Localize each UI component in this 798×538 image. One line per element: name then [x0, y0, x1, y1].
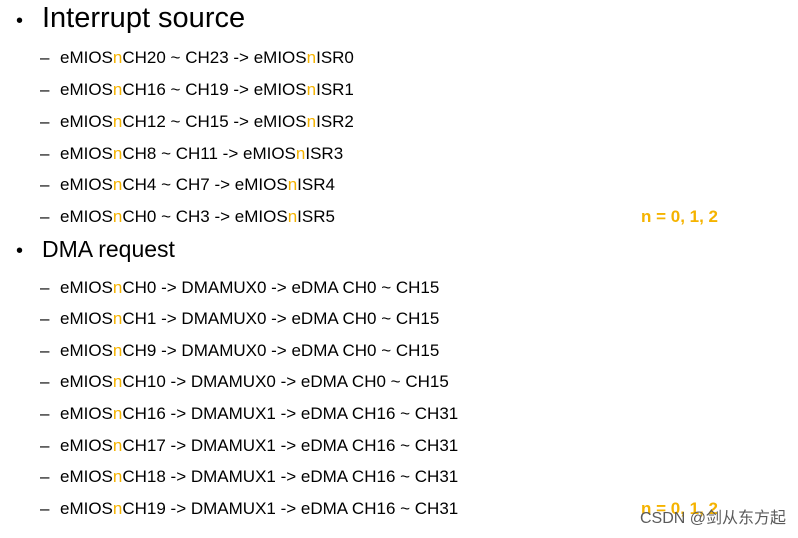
item-suffix: ISR3 — [305, 144, 344, 163]
n-marker: n — [112, 80, 123, 99]
n-marker: n — [306, 80, 317, 99]
n-marker: n — [112, 499, 123, 518]
item-prefix: eMIOS — [60, 309, 113, 328]
n-marker: n — [112, 278, 123, 297]
n-marker: n — [112, 309, 123, 328]
n-marker: n — [295, 144, 306, 163]
item-prefix: eMIOS — [60, 278, 113, 297]
item-middle: CH20 ~ CH23 -> eMIOS — [122, 48, 307, 67]
dash-icon: – — [40, 175, 50, 194]
dash-icon: – — [40, 467, 50, 486]
heading-dma-request: • DMA request — [16, 236, 175, 263]
section-title: DMA request — [42, 236, 175, 262]
n-marker: n — [287, 207, 298, 226]
n-marker: n — [112, 144, 123, 163]
n-marker: n — [287, 175, 298, 194]
dash-icon: – — [40, 372, 50, 391]
item-prefix: eMIOS — [60, 175, 113, 194]
n-range-note: n = 0, 1, 2 — [641, 207, 719, 226]
dash-icon: – — [40, 144, 50, 163]
item-middle: CH12 ~ CH15 -> eMIOS — [122, 112, 307, 131]
item-prefix: eMIOS — [60, 207, 113, 226]
item-prefix: eMIOS — [60, 436, 113, 455]
item-suffix: CH9 -> DMAMUX0 -> eDMA CH0 ~ CH15 — [122, 341, 440, 360]
item-suffix: ISR5 — [297, 207, 335, 226]
item-prefix: eMIOS — [60, 404, 113, 423]
n-marker: n — [112, 404, 123, 423]
dash-icon: – — [40, 80, 50, 99]
item-prefix: eMIOS — [60, 467, 113, 486]
n-marker: n — [112, 341, 123, 360]
dash-icon: – — [40, 404, 50, 423]
dash-icon: – — [40, 436, 50, 455]
dash-icon: – — [40, 207, 50, 226]
item-middle: CH8 ~ CH11 -> eMIOS — [122, 144, 296, 163]
item-suffix: CH18 -> DMAMUX1 -> eDMA CH16 ~ CH31 — [122, 467, 459, 486]
dash-icon: – — [40, 278, 50, 297]
bullet-icon: • — [16, 10, 24, 32]
item-suffix: CH0 -> DMAMUX0 -> eDMA CH0 ~ CH15 — [122, 278, 440, 297]
item-suffix: CH17 -> DMAMUX1 -> eDMA CH16 ~ CH31 — [122, 436, 459, 455]
item-prefix: eMIOS — [60, 372, 113, 391]
item-suffix: ISR2 — [316, 112, 354, 131]
item-prefix: eMIOS — [60, 144, 113, 163]
n-marker: n — [306, 48, 317, 67]
dash-icon: – — [40, 48, 50, 67]
n-marker: n — [112, 175, 123, 194]
item-suffix: ISR1 — [316, 80, 354, 99]
heading-interrupt-source: • Interrupt source — [16, 2, 245, 35]
dash-icon: – — [40, 341, 50, 360]
section-title: Interrupt source — [42, 2, 246, 34]
item-prefix: eMIOS — [60, 112, 113, 131]
n-marker: n — [112, 372, 123, 391]
item-suffix: CH10 -> DMAMUX0 -> eDMA CH0 ~ CH15 — [122, 372, 449, 391]
n-marker: n — [112, 436, 123, 455]
item-middle: CH0 ~ CH3 -> eMIOS — [122, 207, 288, 226]
item-middle: CH16 ~ CH19 -> eMIOS — [122, 80, 307, 99]
item-middle: CH4 ~ CH7 -> eMIOS — [122, 175, 288, 194]
dash-icon: – — [40, 309, 50, 328]
item-prefix: eMIOS — [60, 341, 113, 360]
item-prefix: eMIOS — [60, 48, 113, 67]
n-marker: n — [112, 48, 123, 67]
n-marker: n — [112, 112, 123, 131]
n-range-note: n = 0, 1, 2 — [641, 499, 719, 518]
item-suffix: ISR0 — [316, 48, 354, 67]
item-prefix: eMIOS — [60, 80, 113, 99]
dash-icon: – — [40, 499, 50, 518]
item-suffix: CH19 -> DMAMUX1 -> eDMA CH16 ~ CH31 — [122, 499, 459, 518]
watermark: CSDN @剑从东方起 — [639, 510, 786, 527]
n-marker: n — [112, 467, 123, 486]
bullet-icon: • — [16, 240, 24, 262]
item-suffix: ISR4 — [297, 175, 335, 194]
n-marker: n — [306, 112, 317, 131]
dash-icon: – — [40, 112, 50, 131]
item-prefix: eMIOS — [60, 499, 113, 518]
item-suffix: CH16 -> DMAMUX1 -> eDMA CH16 ~ CH31 — [122, 404, 459, 423]
n-marker: n — [112, 207, 123, 226]
item-suffix: CH1 -> DMAMUX0 -> eDMA CH0 ~ CH15 — [122, 309, 440, 328]
